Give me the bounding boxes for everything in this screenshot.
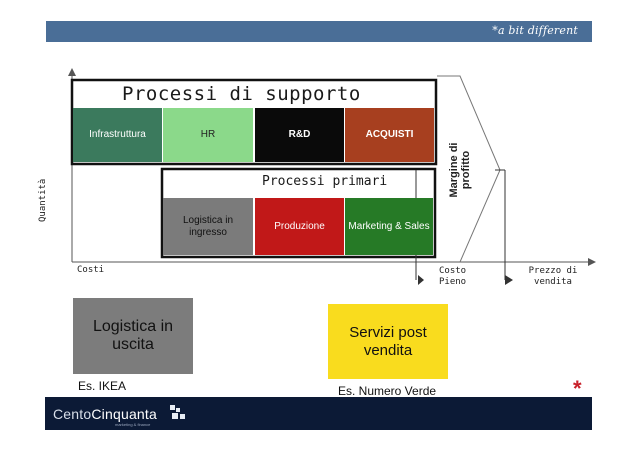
brand-logo: CentoCinquanta [53,406,157,422]
costo-pieno-label: Costo Pieno [439,266,467,287]
y-axis-label: Quantità [38,178,48,222]
logo-squares-icon [170,405,186,421]
support-processes-title: Processi di supporto [122,83,361,105]
y-axis-arrow [68,68,76,76]
activity-infrastruttura: Infrastruttura [73,108,162,162]
activity-produzione: Produzione [255,198,344,255]
example-numero-verde-caption: Es. Numero Verde [338,384,437,398]
tagline: *a bit different [492,24,578,37]
asterisk-icon: * [573,376,582,401]
activity-hr: HR [163,108,253,162]
footer-bar: CentoCinquanta marketing & finance [45,397,592,430]
example-ikea-caption: Es. IKEA [78,379,127,393]
activity-rd: R&D [255,108,344,162]
servizi-post-vendita-box: Servizi post vendita [328,304,448,379]
prezzo-arrow [505,275,513,285]
primary-processes-title: Processi primari [262,174,388,189]
prezzo-vendita-label: Prezzo di vendita [528,266,578,287]
x-axis-arrow [588,258,596,266]
x-axis-label: Costi [77,265,105,275]
logo-subtitle: marketing & finance [115,422,151,427]
activity-acquisti: ACQUISTI [345,108,434,162]
activity-logistica-ingresso: Logistica in ingresso [163,198,253,255]
logistica-uscita-box: Logistica in uscita [73,298,193,374]
logo-part-cento: Cento [53,406,92,422]
margine-profitto-label: Margine di profitto [448,142,472,198]
header-bar: *a bit different [46,21,592,42]
activity-marketing-sales: Marketing & Sales [345,198,433,255]
logo-part-cinquanta: Cinquanta [91,406,157,422]
costo-arrow [418,275,424,285]
